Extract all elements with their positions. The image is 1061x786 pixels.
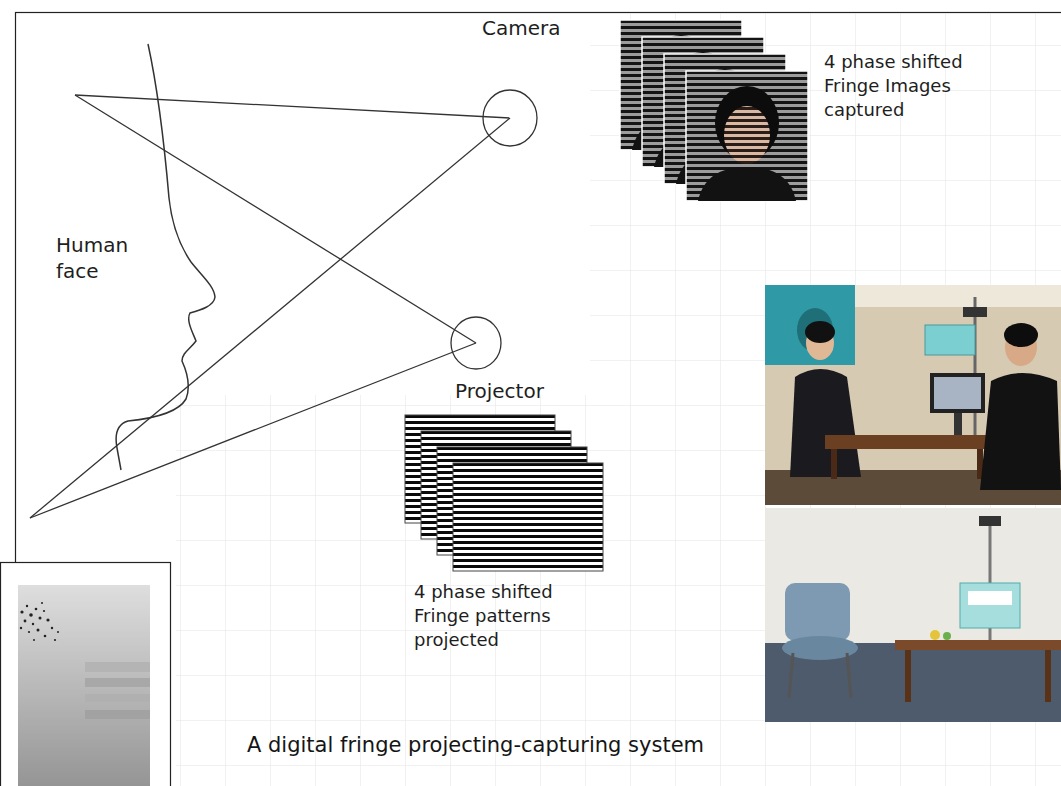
depth-map-inset-part-part [26, 605, 28, 607]
panel-part [16, 13, 1061, 786]
empty-lab-photo-part [765, 508, 1061, 722]
label-box: 4 phase shifted Fringe Images captured [824, 50, 1002, 121]
label-box: 4 phase shifted Fringe patterns projecte… [414, 580, 592, 651]
depth-map-inset-part [85, 678, 150, 687]
device-label: Projector [455, 379, 550, 404]
lab-photo-part [765, 285, 855, 365]
lab-photo-part [831, 449, 837, 479]
lab-photo-part [765, 285, 1061, 505]
device-outline [483, 90, 537, 146]
depth-map-inset-part [85, 710, 150, 719]
label-box: Human face [56, 232, 148, 285]
depth-map-inset-part-part [51, 627, 53, 629]
depth-map-inset-part-part [57, 631, 59, 633]
empty-lab-photo-part [847, 653, 851, 698]
field-of-view-lines-part [75, 95, 510, 118]
device-outline [451, 317, 501, 369]
empty-lab-photo-part [1045, 650, 1051, 702]
captured-fringe-images [620, 20, 808, 201]
depth-map-inset-part-part [54, 639, 56, 641]
node-text-group: Camera [474, 16, 567, 41]
panel [16, 13, 1061, 786]
depth-map-inset-part [1, 563, 171, 786]
depth-map-inset-part-part [39, 617, 42, 620]
lab-photo [765, 285, 1061, 505]
empty-lab-photo-part [785, 583, 850, 641]
lab-photo-part [825, 435, 990, 449]
depth-map-inset-part [85, 694, 150, 702]
depth-map-inset-part-part [37, 629, 40, 632]
depth-map-inset-part-part [43, 610, 45, 612]
empty-lab-photo-part [968, 591, 1012, 605]
caption: A digital fringe projecting-capturing sy… [247, 733, 704, 757]
lab-photo-part [1004, 323, 1038, 347]
face-profile-part [116, 44, 215, 470]
lab-photo-part [954, 413, 962, 435]
empty-lab-photo-part [895, 640, 1061, 650]
depth-map-inset [1, 563, 171, 786]
depth-map-inset-part [18, 585, 150, 786]
empty-lab-photo [765, 508, 1061, 722]
depth-map-inset-part-part [24, 620, 27, 623]
depth-map-inset-part-part [44, 635, 47, 638]
depth-map-inset-part [85, 662, 150, 672]
lab-photo-part [925, 325, 975, 355]
depth-map-inset-part-part [46, 618, 49, 621]
lab-photo-part [980, 373, 1061, 490]
empty-lab-photo-part [789, 653, 793, 698]
empty-lab-photo-part [905, 650, 911, 702]
projected-fringe-patterns-part [453, 463, 603, 571]
lab-photo-part [930, 373, 985, 413]
node-text-group: Projector [446, 313, 550, 404]
lab-photo-part [963, 307, 987, 317]
lab-photo-part [790, 369, 861, 477]
face-profile [116, 44, 215, 470]
projected-fringe-patterns [405, 415, 603, 571]
empty-lab-photo-part [960, 583, 1020, 628]
face-label: Human face [56, 232, 148, 285]
empty-lab-photo-part [930, 630, 940, 640]
stack-description: 4 phase shifted Fringe patterns projecte… [414, 580, 592, 651]
depth-map-inset-part-part [20, 610, 23, 613]
lab-photo-part [974, 297, 977, 435]
caption-box: A digital fringe projecting-capturing sy… [247, 733, 704, 757]
depth-map-inset-part-part [32, 623, 34, 625]
lab-photo-part [805, 321, 835, 343]
depth-map-inset-part-part [28, 631, 30, 633]
lab-photo-part [855, 285, 1061, 307]
depth-map-inset-part-part [20, 627, 22, 629]
camera-node: Camera [474, 16, 567, 149]
depth-map-inset-part-part [33, 639, 35, 641]
panel-part [590, 13, 1061, 786]
depth-map-inset-part [20, 602, 59, 641]
projector-node: Projector [446, 313, 550, 408]
device-label: Camera [482, 16, 567, 41]
depth-map-inset-part-part [29, 613, 33, 617]
captured-fringe-images-part [686, 71, 808, 201]
lab-photo-part [934, 377, 981, 409]
depth-map-inset-part-part [41, 602, 43, 604]
field-of-view-lines-part [75, 95, 476, 343]
depth-map-inset-part-part [35, 608, 38, 611]
empty-lab-photo-part [943, 632, 951, 640]
stack-description: 4 phase shifted Fringe Images captured [824, 50, 1002, 121]
empty-lab-photo-part [979, 516, 1001, 526]
